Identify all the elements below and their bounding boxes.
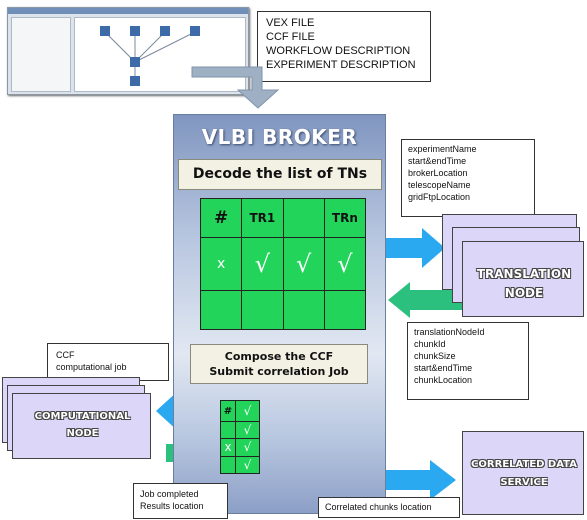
broker-title: VLBI BROKER	[201, 125, 358, 149]
mini-job-table: # √ √ x √ √	[220, 400, 260, 474]
tn-table-cell-empty	[283, 291, 324, 329]
translation-node-line1: TRANSLATION	[476, 267, 572, 281]
tn-table-header-trn: TRn	[324, 199, 365, 237]
job-note-line: Job completed	[140, 489, 199, 499]
correlated-service-line1: CORRELATED DATA	[471, 459, 577, 470]
ccf-note-line: computational job	[56, 362, 127, 372]
tn-table: # TR1 TRn x √ √ √	[200, 198, 366, 330]
ccf-note-line: CCF	[56, 350, 75, 360]
files-note-line: WORKFLOW DESCRIPTION	[266, 45, 411, 57]
translation-node-line2: NODE	[504, 286, 544, 300]
mini-table-x: x	[221, 439, 235, 456]
compose-ccf-line1: Compose the CCF	[224, 350, 334, 363]
translation-node-label: TRANSLATION NODE	[463, 265, 585, 303]
compose-ccf-line2: Submit correlation Job	[209, 365, 349, 378]
correlated-service-line2: SERVICE	[500, 477, 548, 488]
mini-table-hash: #	[221, 401, 235, 421]
tn-table-cell-x: x	[201, 238, 242, 290]
tn-table-cell-empty	[242, 291, 283, 329]
correlated-data-service: CORRELATED DATA SERVICE	[462, 431, 584, 515]
files-note-line: CCF FILE	[266, 31, 315, 43]
computational-node: COMPUTATIONAL NODE	[12, 393, 151, 459]
translation-params-note: translationNodeId chunkId chunkSize star…	[407, 322, 529, 400]
tn-table-cell-check: √	[283, 238, 324, 290]
tn-table-cell-empty	[201, 291, 242, 329]
chunks-note-text: Correlated chunks location	[325, 502, 432, 512]
decode-tns-label: Decode the list of TNs	[178, 159, 382, 190]
experiment-note-line: telescopeName	[408, 180, 471, 190]
mini-table-empty	[221, 422, 235, 439]
computational-node-label: COMPUTATIONAL NODE	[13, 408, 152, 442]
experiment-note-line: brokerLocation	[408, 168, 468, 178]
compose-ccf-label: Compose the CCF Submit correlation Job	[190, 344, 368, 384]
mini-table-check: √	[236, 422, 259, 439]
tn-table-header-empty	[283, 199, 324, 237]
tn-table-header-tr1: TR1	[242, 199, 283, 237]
workflow-editor-screenshot	[7, 7, 249, 95]
workflow-graph-icon	[100, 26, 200, 86]
experiment-note-line: start&endTime	[408, 156, 467, 166]
screenshot-canvas	[74, 17, 246, 92]
broker-to-correlated-arrow	[368, 460, 456, 500]
experiment-params-note: experimentName start&endTime brokerLocat…	[401, 139, 535, 217]
job-note-line: Results location	[140, 501, 204, 511]
tn-table-cell-check: √	[242, 238, 283, 290]
mini-table-check: √	[236, 401, 259, 421]
correlated-chunks-note: Correlated chunks location	[318, 497, 460, 518]
computational-node-line2: NODE	[66, 428, 99, 439]
files-note-line: EXPERIMENT DESCRIPTION	[266, 59, 416, 71]
translation-to-broker-arrow	[388, 282, 462, 318]
files-to-broker-arrow	[191, 66, 280, 109]
translation-note-line: chunkId	[414, 339, 446, 349]
broker-to-translation-arrow	[376, 228, 445, 268]
translation-note-line: translationNodeId	[414, 327, 485, 337]
files-note: VEX FILE CCF FILE WORKFLOW DESCRIPTION E…	[257, 11, 431, 82]
translation-note-line: start&endTime	[414, 363, 473, 373]
mini-table-empty	[221, 456, 235, 473]
ccf-job-note: CCF computational job	[47, 343, 169, 381]
computational-node-line1: COMPUTATIONAL	[34, 411, 131, 422]
tn-table-cell-empty	[324, 291, 365, 329]
translation-note-line: chunkLocation	[414, 375, 473, 385]
screenshot-titlebar	[8, 8, 248, 14]
experiment-note-line: gridFtpLocation	[408, 192, 471, 202]
correlated-service-label: CORRELATED DATA SERVICE	[463, 456, 585, 492]
tn-table-cell-check: √	[324, 238, 365, 290]
tn-table-header-hash: #	[201, 199, 242, 237]
job-completed-note: Job completed Results location	[133, 483, 228, 519]
translation-note-line: chunkSize	[414, 351, 456, 361]
files-note-line: VEX FILE	[266, 17, 315, 29]
experiment-note-line: experimentName	[408, 144, 477, 154]
screenshot-sidebar	[11, 17, 71, 92]
mini-table-check: √	[236, 456, 259, 473]
mini-table-check: √	[236, 439, 259, 456]
translation-node: TRANSLATION NODE	[462, 241, 584, 317]
